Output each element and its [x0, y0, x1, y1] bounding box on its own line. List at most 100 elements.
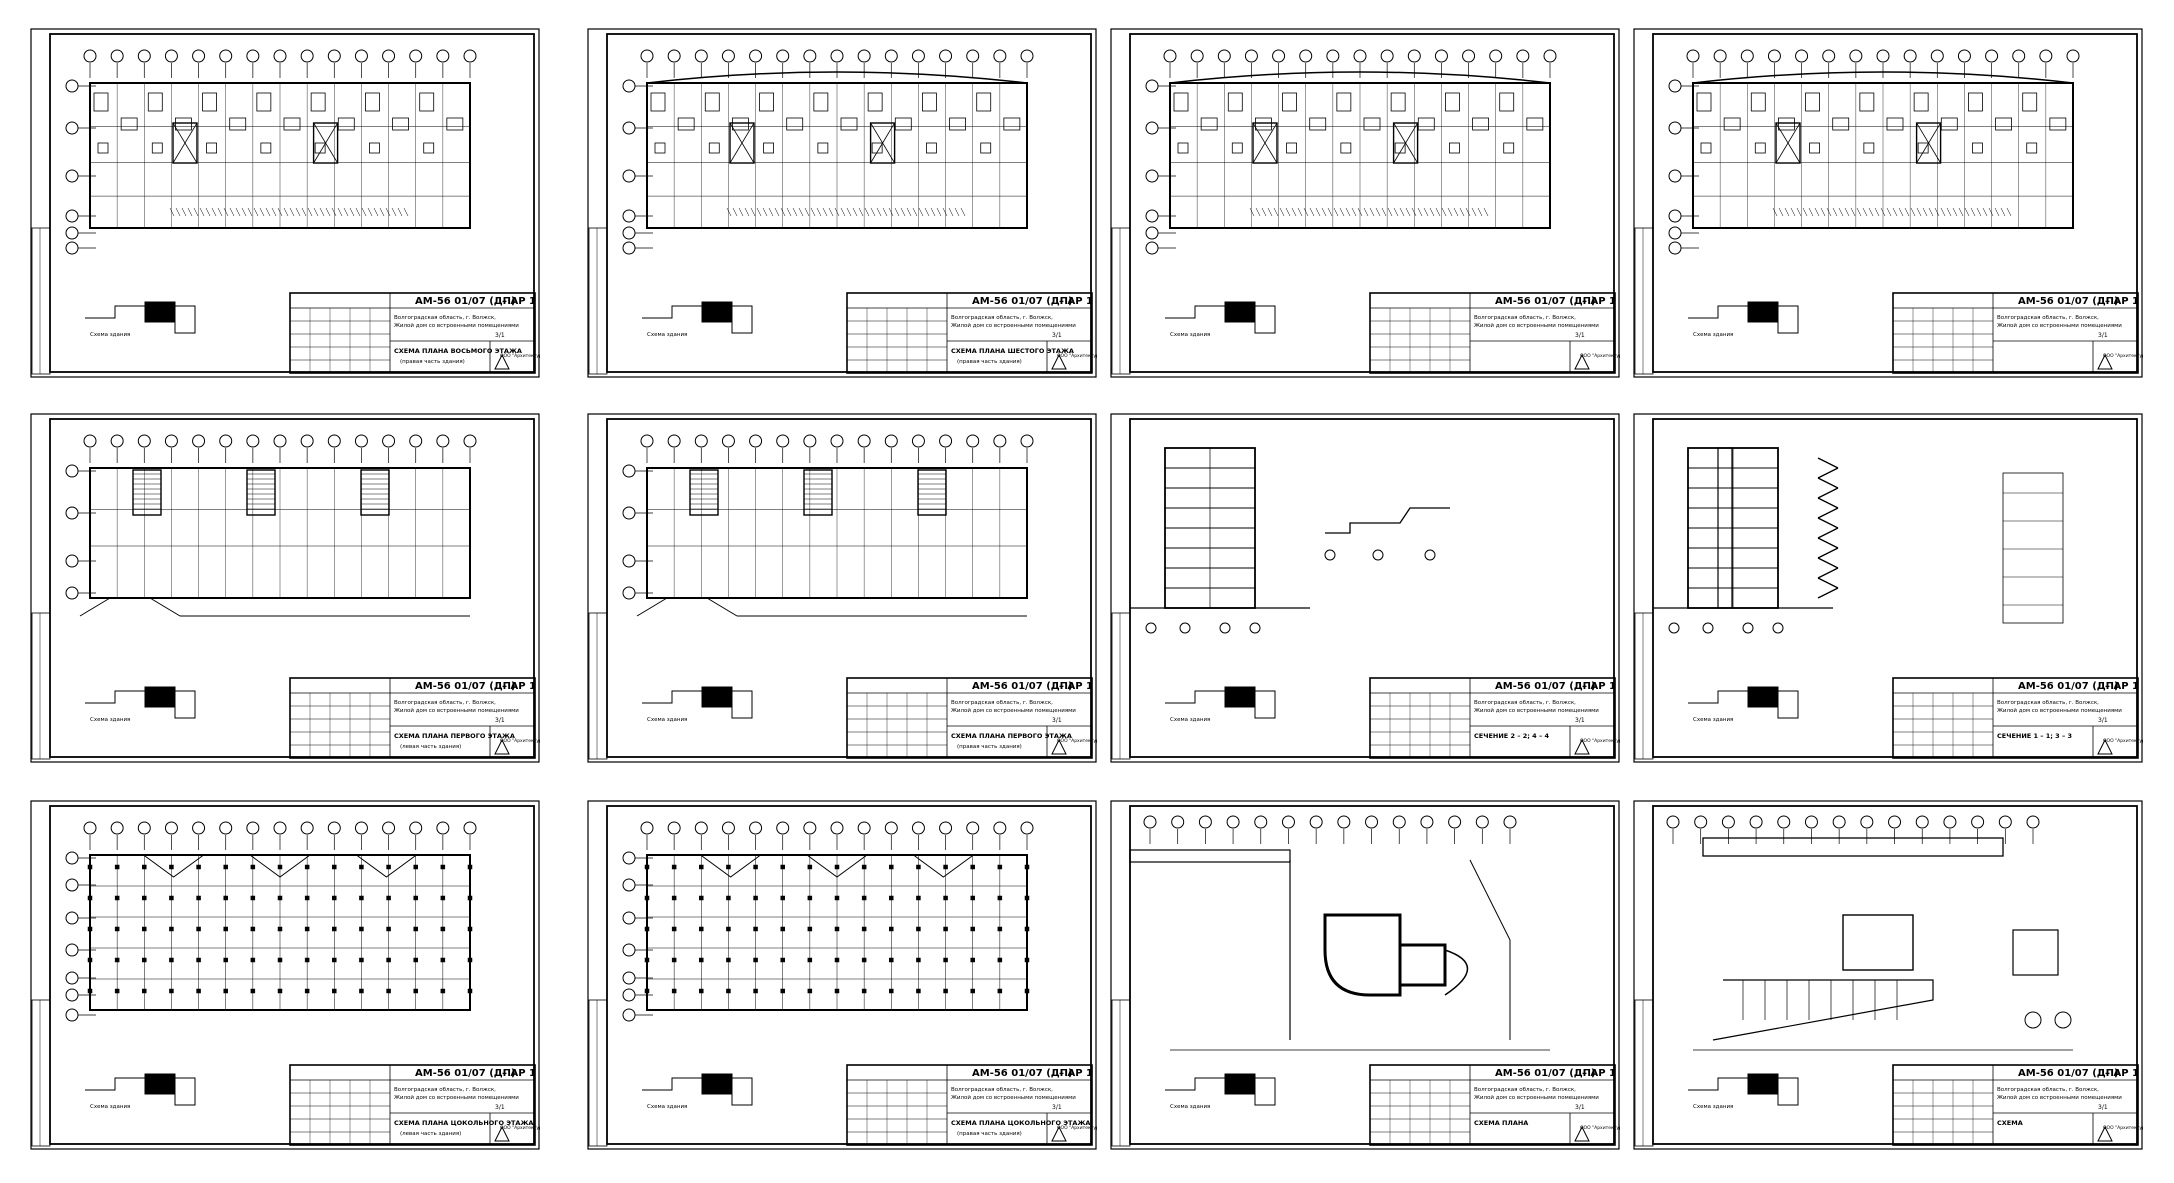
sheet-title: СХЕМА ПЛАНА ПЕРВОГО ЭТАЖА [394, 732, 515, 740]
key-plan-outline [1688, 1077, 1799, 1106]
sheet-code: АМ-56 01/07 (ДП) [415, 681, 516, 692]
key-plan-label: Схема здания [90, 1104, 130, 1110]
sheet-title: СХЕМА ПЛАНА ЦОКОЛЬНОГО ЭТАЖА [951, 1119, 1090, 1127]
sheet-number: 3/1 [2098, 332, 2108, 339]
project-line-1: Волгоградская область, г. Волжск, [951, 1087, 1053, 1093]
sheet-code: АМ-56 01/07 (ДП) [972, 296, 1073, 307]
org-logo-icon [2097, 738, 2113, 755]
key-plan-label: Схема здания [90, 717, 130, 723]
sheet-title: СХЕМА ПЛАНА ПЕРВОГО ЭТАЖА [951, 732, 1072, 740]
sheet-number: 3/1 [2098, 1104, 2108, 1111]
sheet-mark: – АР 1 [1582, 1068, 1616, 1079]
sheet-number: 3/1 [1575, 1104, 1585, 1111]
sheet-title: СХЕМА [1997, 1119, 2023, 1127]
sheet-code: АМ-56 01/07 (ДП) [415, 296, 516, 307]
sheet-title: СХЕМА ПЛАНА ВОСЬМОГО ЭТАЖА [394, 347, 522, 355]
project-line-1: Волгоградская область, г. Волжск, [951, 315, 1053, 321]
sheet-number: 3/1 [1575, 332, 1585, 339]
org-logo-icon [494, 1125, 510, 1142]
key-plan-label: Схема здания [1693, 332, 1733, 338]
org-name: ООО "Архитектура" [2103, 353, 2143, 359]
sheet-number: 3/1 [495, 717, 505, 724]
org-logo-icon [1051, 1125, 1067, 1142]
project-line-2: Жилой дом со встроенными помещениями [1997, 1094, 2122, 1101]
sheet-mark: – АР 1 [2105, 1068, 2139, 1079]
org-logo-icon [1051, 738, 1067, 755]
project-line-1: Волгоградская область, г. Волжск, [951, 700, 1053, 706]
project-line-1: Волгоградская область, г. Волжск, [394, 315, 496, 321]
key-plan-outline [85, 1077, 196, 1106]
sheet-code: АМ-56 01/07 (ДП) [972, 1068, 1073, 1079]
key-plan-label: Схема здания [90, 332, 130, 338]
project-line-1: Волгоградская область, г. Волжск, [1474, 315, 1576, 321]
sheet-mark: – АР 1 [1582, 296, 1616, 307]
org-name: ООО "Архитектура" [2103, 1125, 2143, 1131]
sheet-subtitle: (правая часть здания) [957, 1131, 1022, 1137]
org-logo-icon [494, 738, 510, 755]
project-line-1: Волгоградская область, г. Волжск, [1474, 1087, 1576, 1093]
project-line-1: Волгоградская область, г. Волжск, [1997, 315, 2099, 321]
key-plan-label: Схема здания [647, 332, 687, 338]
key-plan-label: Схема здания [647, 1104, 687, 1110]
project-line-1: Волгоградская область, г. Волжск, [1997, 700, 2099, 706]
sheet-code: АМ-56 01/07 (ДП) [972, 681, 1073, 692]
project-line-1: Волгоградская область, г. Волжск, [1997, 1087, 2099, 1093]
project-line-1: Волгоградская область, г. Волжск, [1474, 700, 1576, 706]
org-logo-icon [1574, 1125, 1590, 1142]
project-line-2: Жилой дом со встроенными помещениями [951, 707, 1076, 714]
sheet-number: 3/1 [495, 332, 505, 339]
project-line-2: Жилой дом со встроенными помещениями [1997, 322, 2122, 329]
sheet-mark: – АР 1 [502, 681, 536, 692]
key-plan-outline [642, 305, 753, 334]
org-name: ООО "Архитектура" [500, 1125, 540, 1131]
key-plan-outline [85, 305, 196, 334]
org-name: ООО "Архитектура" [500, 738, 540, 744]
sheet-subtitle: (правая часть здания) [400, 359, 465, 365]
sheet-code: АМ-56 01/07 (ДП) [415, 1068, 516, 1079]
key-plan-label: Схема здания [1170, 717, 1210, 723]
key-plan-outline [85, 690, 196, 719]
org-name: ООО "Архитектура" [1057, 1125, 1097, 1131]
org-name: ООО "Архитектура" [1057, 738, 1097, 744]
org-logo-icon [494, 353, 510, 370]
project-line-2: Жилой дом со встроенными помещениями [951, 1094, 1076, 1101]
org-logo-icon [2097, 1125, 2113, 1142]
org-name: ООО "Архитектура" [2103, 738, 2143, 744]
org-logo-icon [1574, 738, 1590, 755]
project-line-2: Жилой дом со встроенными помещениями [951, 322, 1076, 329]
drawing-sheet: АМ-56 01/07 (ДП)– АР 1 Волгоградская обла… [30, 413, 540, 763]
sheet-subtitle: (левая часть здания) [400, 1131, 461, 1137]
key-plan-outline [1688, 305, 1799, 334]
org-name: ООО "Архитектура" [1580, 353, 1620, 359]
key-plan-outline [642, 690, 753, 719]
project-line-1: Волгоградская область, г. Волжск, [394, 700, 496, 706]
sheet-title: СХЕМА ПЛАНА ЦОКОЛЬНОГО ЭТАЖА [394, 1119, 533, 1127]
org-logo-icon [1051, 353, 1067, 370]
key-plan-label: Схема здания [1693, 717, 1733, 723]
project-line-2: Жилой дом со встроенными помещениями [394, 1094, 519, 1101]
drawing-sheet: АМ-56 01/07 (ДП)– АР 1 Волгоградская обла… [587, 800, 1097, 1150]
sheet-title: СХЕМА ПЛАНА ШЕСТОГО ЭТАЖА [951, 347, 1074, 355]
sheet-number: 3/1 [1052, 332, 1062, 339]
key-plan-outline [1165, 1077, 1276, 1106]
sheet-title: СХЕМА ПЛАНА [1474, 1119, 1528, 1127]
sheet-mark: – АР 1 [2105, 681, 2139, 692]
sheet-code: АМ-56 01/07 (ДП) [1495, 681, 1596, 692]
sheet-number: 3/1 [1052, 717, 1062, 724]
key-plan-label: Схема здания [647, 717, 687, 723]
key-plan-outline [642, 1077, 753, 1106]
sheet-mark: – АР 1 [1059, 1068, 1093, 1079]
sheet-number: 3/1 [2098, 717, 2108, 724]
org-name: ООО "Архитектура" [1057, 353, 1097, 359]
sheet-code: АМ-56 01/07 (ДП) [2018, 296, 2119, 307]
org-name: ООО "Архитектура" [500, 353, 540, 359]
